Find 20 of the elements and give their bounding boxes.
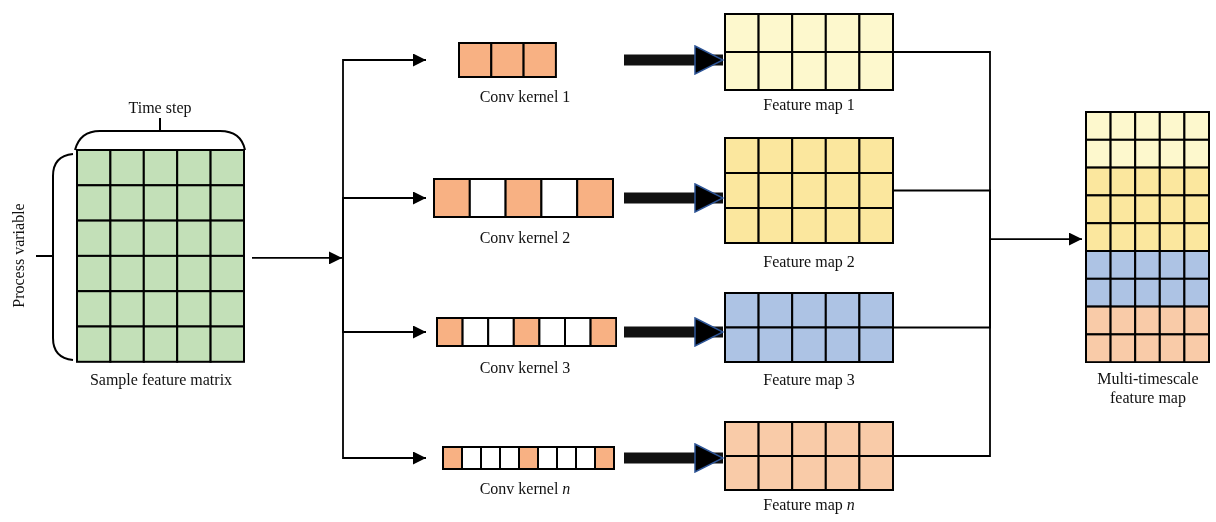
node-caption: Sample feature matrix bbox=[88, 369, 234, 389]
node-caption: Conv kernel 1 bbox=[478, 87, 572, 106]
block-arrow bbox=[624, 183, 724, 213]
axis-label: Time step bbox=[128, 98, 192, 117]
block-arrow bbox=[624, 443, 724, 473]
node-caption: Feature map 2 bbox=[762, 252, 856, 271]
node-caption: Conv kernel 2 bbox=[478, 228, 572, 247]
node-caption: Multi-timescale feature map bbox=[1096, 369, 1200, 408]
node-caption: Conv kernel 3 bbox=[478, 358, 572, 377]
block-arrow bbox=[624, 45, 724, 75]
node-caption: Feature map 3 bbox=[762, 370, 856, 389]
arrow bbox=[989, 232, 1083, 246]
node-caption: Feature map n bbox=[762, 495, 856, 514]
arrow bbox=[342, 191, 427, 259]
axis-label: Process variable bbox=[8, 203, 28, 308]
arrow bbox=[342, 257, 427, 465]
arrow bbox=[251, 251, 343, 265]
block-arrow bbox=[624, 317, 724, 347]
node-caption: Conv kernel n bbox=[478, 479, 572, 498]
node-caption: Feature map 1 bbox=[762, 95, 856, 114]
